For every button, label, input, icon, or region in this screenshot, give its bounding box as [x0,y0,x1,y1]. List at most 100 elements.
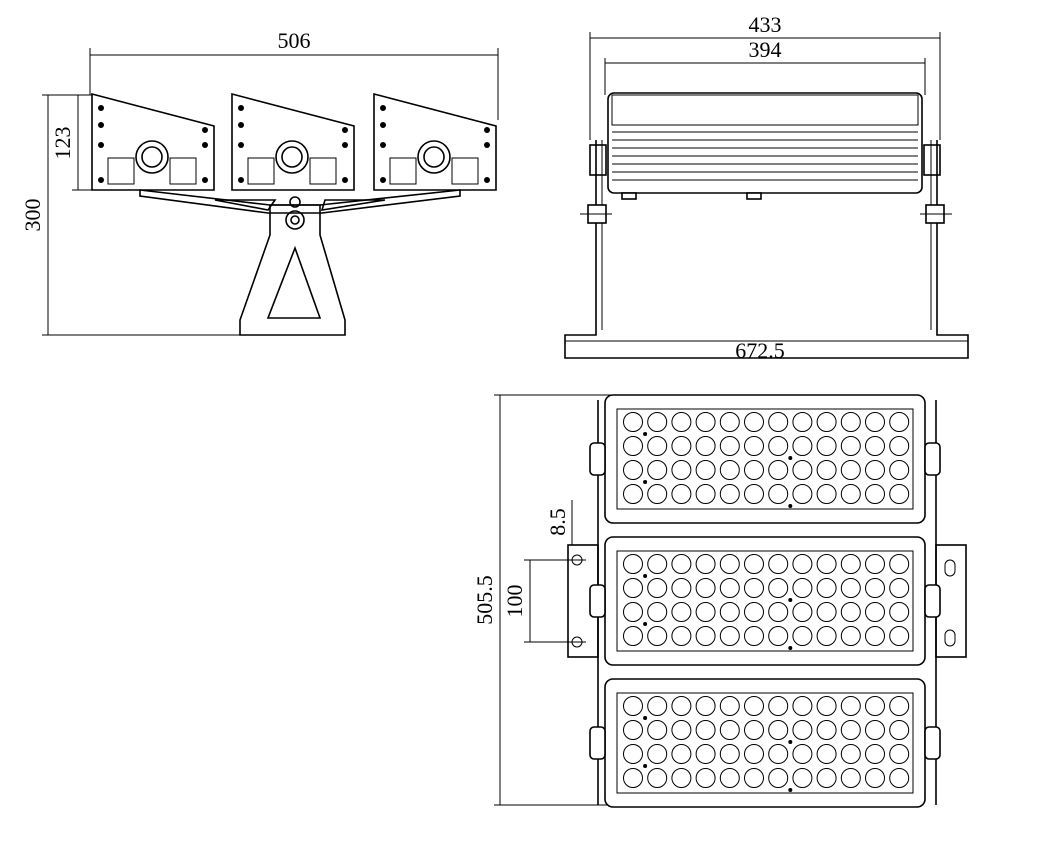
dim-total-height: 300 [20,199,45,232]
led-lens [840,696,861,716]
screw-dot [643,574,648,578]
led-lens [816,484,837,504]
led-lens [889,602,910,622]
led-lens [889,412,910,432]
led-lens [865,696,885,716]
screw-dot [643,764,648,768]
dim-bracket-width: 672.5 [735,338,785,363]
led-lens [744,602,764,622]
led-lens [768,460,789,480]
dim-side-inner-width: 394 [749,37,782,62]
led-lens [671,460,692,480]
led-lens [623,436,643,456]
led-lens [671,720,692,740]
led-lens [719,696,740,716]
screw-dot [643,432,648,436]
led-lens [840,720,861,740]
led-lens [719,554,740,574]
led-lens [647,578,668,598]
led-lens [719,412,740,432]
led-lens [744,484,764,504]
led-lens [840,744,861,764]
led-lens [671,626,692,646]
top-module [589,536,941,666]
dim-slot-offset: 8.5 [545,508,570,536]
top-view: 505.5 100 8.5 [472,394,967,808]
led-lens [671,696,692,716]
led-lens [840,460,861,480]
led-lens [865,484,885,504]
led-lens [889,720,910,740]
led-lens [865,626,885,646]
led-lens [744,768,764,788]
led-lens [695,578,716,598]
led-lens [889,626,910,646]
led-lens [647,696,668,716]
led-lens [816,412,837,432]
led-lens [816,436,837,456]
led-lens [695,554,716,574]
led-lens [792,744,813,764]
led-lens [744,412,764,432]
led-lens [816,626,837,646]
side-body [607,92,923,194]
led-lens [816,696,837,716]
led-lens [695,720,716,740]
led-lens [647,744,668,764]
led-lens [865,412,885,432]
led-lens [744,720,764,740]
led-lens [671,602,692,622]
led-lens [744,696,764,716]
screw-dot [788,646,793,650]
led-lens [744,554,764,574]
led-lens [768,554,789,574]
led-lens [719,626,740,646]
led-lens [768,720,789,740]
side-knob [924,442,941,476]
led-lens [623,720,643,740]
led-lens [840,484,861,504]
led-lens [889,578,910,598]
top-modules [589,394,941,808]
front-module-2 [231,92,355,191]
screw-dot [788,788,793,792]
screw-dot [788,598,793,602]
led-lens [671,484,692,504]
front-module-3 [373,92,497,191]
side-knob [589,442,606,476]
dim-module-height: 123 [50,127,75,160]
led-lens [792,626,813,646]
led-lens [623,412,643,432]
led-lens [792,554,813,574]
led-lens [768,602,789,622]
led-lens [623,744,643,764]
led-lens [792,720,813,740]
led-lens [744,460,764,480]
led-lens [647,626,668,646]
led-lens [744,744,764,764]
led-lens [671,744,692,764]
led-lens [768,412,789,432]
led-lens [840,436,861,456]
led-lens [671,554,692,574]
led-lens [792,696,813,716]
led-lens [647,412,668,432]
heat-sink-fins [612,131,918,181]
led-lens [792,436,813,456]
side-view: 433 394 672.5 [564,12,969,363]
led-lens [865,744,885,764]
mount-plate-right [935,544,967,658]
front-view: 506 300 123 [20,28,499,336]
screw-dot [788,456,793,460]
led-lens [792,460,813,480]
led-lens [889,460,910,480]
led-lens [816,460,837,480]
side-knob [924,726,941,760]
led-lens [647,720,668,740]
dim-top-total-length: 505.5 [472,575,497,625]
led-lens [695,484,716,504]
stand-base [239,204,346,336]
led-lens [889,554,910,574]
screw-dot [643,622,648,626]
led-lens [623,578,643,598]
